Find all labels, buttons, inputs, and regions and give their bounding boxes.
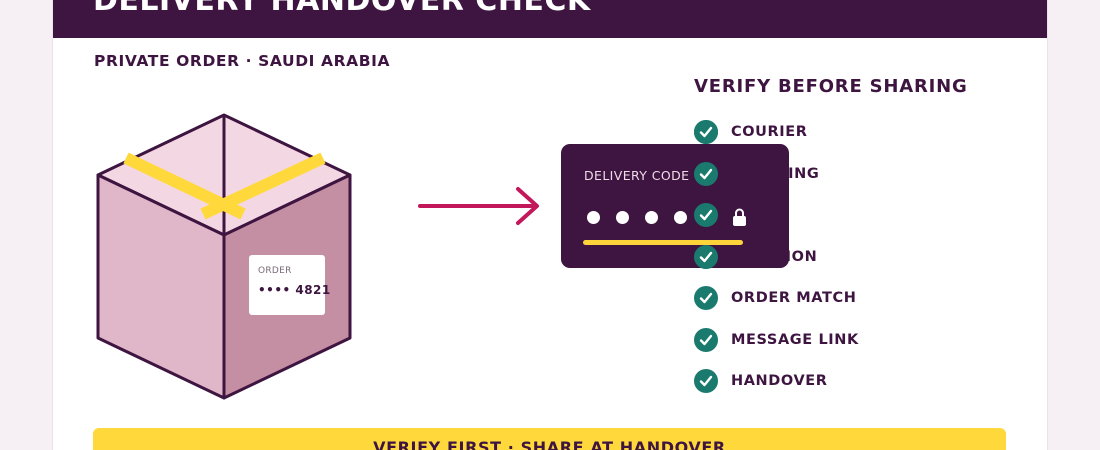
check-circle-icon <box>694 369 718 393</box>
check-circle-icon <box>694 244 718 269</box>
code-dot <box>616 211 629 224</box>
page-title: DELIVERY HANDOVER CHECK <box>93 0 591 18</box>
checklist-item-label: ORDER MATCH <box>731 290 857 306</box>
checklist-item: MESSAGE LINK <box>694 327 859 353</box>
check-circle-icon <box>694 286 718 310</box>
order-number: •••• 4821 <box>258 283 331 297</box>
checklist-item-label: COURIER <box>731 124 808 140</box>
order-label-title: ORDER <box>258 266 292 276</box>
check-circle-icon <box>694 327 718 352</box>
delivery-code-title: DELIVERY CODE <box>584 168 690 183</box>
check-circle-icon <box>694 161 718 186</box>
check-circle-icon <box>694 120 718 144</box>
order-label: ORDER •••• 4821 <box>249 255 330 315</box>
delivery-code-card: DELIVERY CODE <box>561 144 789 268</box>
checklist-item: HANDOVER <box>694 368 828 394</box>
checklist-title: VERIFY BEFORE SHARING <box>694 76 968 97</box>
bottom-banner: VERIFY FIRST · SHARE AT HANDOVER <box>93 428 1006 450</box>
checklist-item: ORDER MATCH <box>694 285 856 311</box>
delivery-code-underline <box>583 240 743 245</box>
lock-icon <box>733 208 746 226</box>
code-dot <box>645 211 658 224</box>
banner-text: VERIFY FIRST · SHARE AT HANDOVER <box>373 438 726 450</box>
handover-card: DELIVERY HANDOVER CHECK PRIVATE ORDER · … <box>53 0 1047 450</box>
tape-right <box>200 152 326 220</box>
checklist-item-label: HANDOVER <box>731 373 828 389</box>
header-bar: DELIVERY HANDOVER CHECK <box>53 0 1047 38</box>
checklist-item-label: MESSAGE LINK <box>731 331 859 348</box>
page-subtitle: PRIVATE ORDER · SAUDI ARABIA <box>94 52 391 70</box>
code-dot <box>587 211 600 224</box>
arrow-right-icon <box>418 187 539 225</box>
code-dot <box>674 211 687 224</box>
check-circle-icon <box>694 203 718 227</box>
